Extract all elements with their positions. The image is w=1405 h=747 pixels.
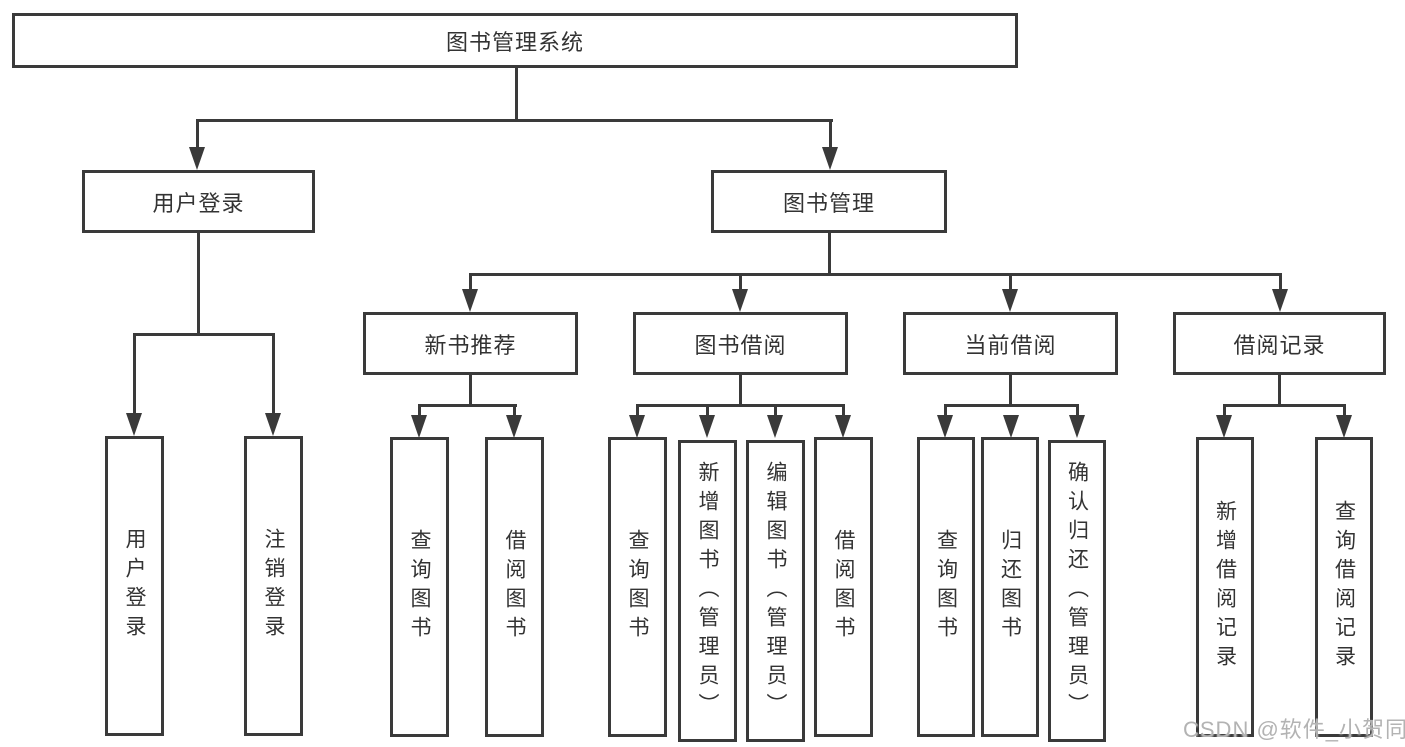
connector-line	[636, 404, 639, 416]
leaf-return-book: 归还图书	[981, 437, 1039, 737]
connector-line	[829, 119, 832, 148]
node-book-borrow: 图书借阅	[633, 312, 848, 375]
connector-line	[1223, 404, 1346, 407]
leaf-confirm-return-admin: 确认归还（管理员）	[1048, 440, 1106, 742]
arrowhead-down-icon	[1002, 289, 1018, 312]
connector-line	[944, 404, 1079, 407]
connector-line	[1279, 273, 1282, 290]
connector-line	[133, 333, 136, 413]
connector-line	[944, 404, 947, 416]
connector-line	[513, 404, 516, 416]
node-book-mgmt: 图书管理	[711, 170, 947, 233]
connector-line	[515, 66, 518, 122]
leaf-query-borrow-record: 查询借阅记录	[1315, 437, 1373, 737]
arrowhead-down-icon	[189, 147, 205, 170]
leaf-user-login: 用户登录	[105, 436, 164, 736]
connector-line	[739, 273, 742, 290]
arrowhead-down-icon	[1272, 289, 1288, 312]
node-user-login: 用户登录	[82, 170, 315, 233]
connector-line	[133, 333, 275, 336]
connector-line	[1009, 273, 1012, 290]
connector-line	[1076, 404, 1079, 416]
connector-line	[469, 273, 472, 290]
leaf-logout: 注销登录	[244, 436, 303, 736]
connector-line	[469, 273, 1282, 276]
arrowhead-down-icon	[126, 413, 142, 436]
csdn-watermark: CSDN @软件_小贺同学	[1183, 717, 1405, 742]
arrowhead-down-icon	[699, 415, 715, 438]
leaf-edit-book-admin: 编辑图书（管理员）	[746, 440, 805, 742]
arrowhead-down-icon	[462, 289, 478, 312]
connector-line	[1278, 375, 1281, 407]
leaf-query-book-newrec: 查询图书	[390, 437, 449, 737]
leaf-add-book-admin: 新增图书（管理员）	[678, 440, 737, 742]
connector-line	[828, 232, 831, 276]
arrowhead-down-icon	[937, 415, 953, 438]
leaf-add-borrow-record: 新增借阅记录	[1196, 437, 1254, 737]
node-root: 图书管理系统	[12, 13, 1018, 68]
leaf-borrow-book-borrow: 借阅图书	[814, 437, 873, 737]
connector-line	[196, 119, 199, 148]
arrowhead-down-icon	[1003, 415, 1019, 438]
node-new-book-rec: 新书推荐	[363, 312, 578, 375]
connector-line	[636, 404, 845, 407]
connector-line	[418, 404, 517, 407]
arrowhead-down-icon	[835, 415, 851, 438]
arrowhead-down-icon	[1336, 415, 1352, 438]
connector-line	[418, 404, 421, 416]
connector-line	[739, 375, 742, 407]
arrowhead-down-icon	[1216, 415, 1232, 438]
connector-line	[1009, 375, 1012, 407]
node-current-borrow: 当前借阅	[903, 312, 1118, 375]
arrowhead-down-icon	[732, 289, 748, 312]
leaf-query-book-current: 查询图书	[917, 437, 975, 737]
leaf-query-book-borrow: 查询图书	[608, 437, 667, 737]
arrowhead-down-icon	[629, 415, 645, 438]
node-borrow-record: 借阅记录	[1173, 312, 1386, 375]
connector-line	[706, 404, 709, 416]
connector-line	[1343, 404, 1346, 416]
connector-line	[272, 333, 275, 413]
leaf-borrow-book-newrec: 借阅图书	[485, 437, 544, 737]
arrowhead-down-icon	[265, 413, 281, 436]
connector-line	[469, 375, 472, 407]
connector-line	[774, 404, 777, 416]
arrowhead-down-icon	[411, 415, 427, 438]
connector-line	[1223, 404, 1226, 416]
arrowhead-down-icon	[822, 147, 838, 170]
arrowhead-down-icon	[506, 415, 522, 438]
connector-line	[196, 119, 833, 122]
arrowhead-down-icon	[767, 415, 783, 438]
connector-line	[842, 404, 845, 416]
connector-line	[197, 232, 200, 336]
arrowhead-down-icon	[1069, 415, 1085, 438]
